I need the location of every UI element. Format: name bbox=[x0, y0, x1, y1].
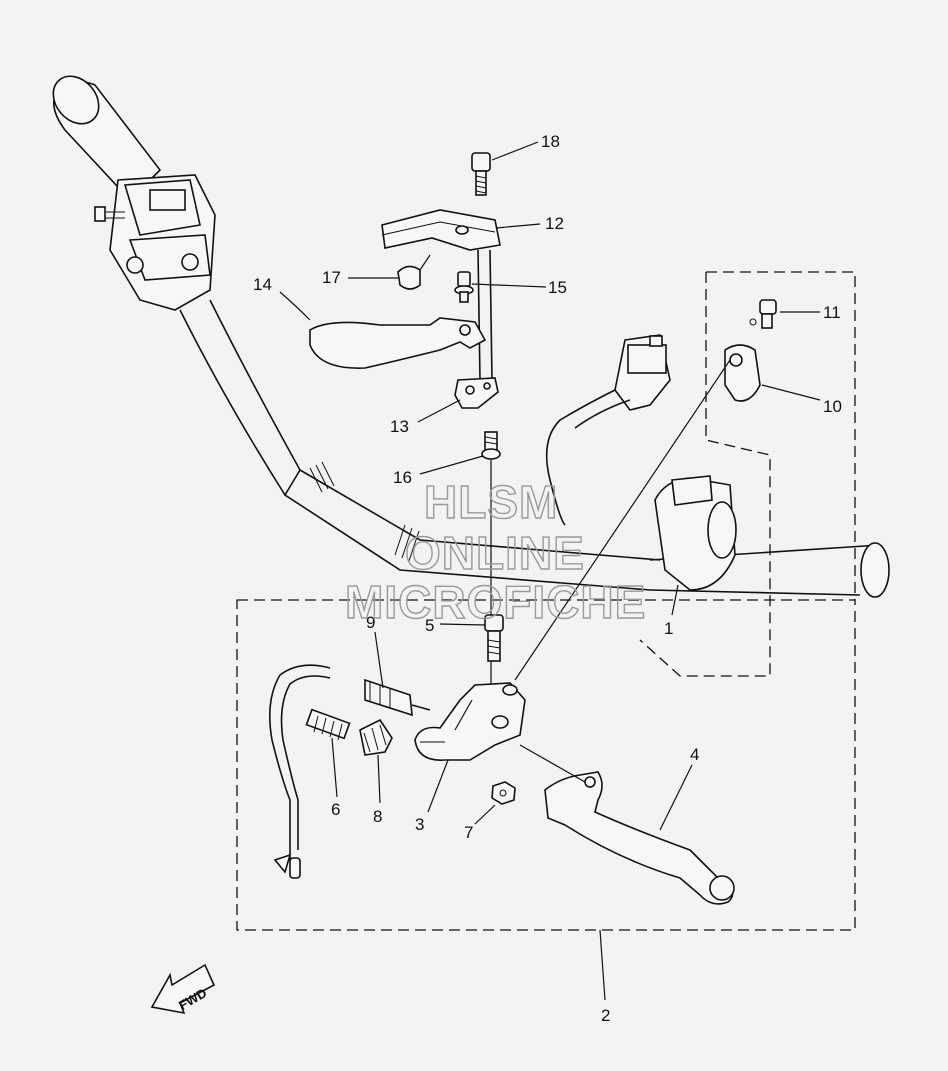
callout-leaders bbox=[279, 141, 821, 1001]
callout-18: 18 bbox=[541, 132, 560, 151]
bolt-5 bbox=[484, 614, 504, 662]
callout-4: 4 bbox=[690, 745, 699, 764]
adjuster-8 bbox=[359, 718, 393, 756]
watermark-line-1: HLSM bbox=[424, 476, 558, 528]
callout-9: 9 bbox=[366, 613, 375, 632]
callout-14: 14 bbox=[253, 275, 272, 294]
fwd-arrow: FWD bbox=[150, 963, 216, 1015]
callout-8: 8 bbox=[373, 807, 382, 826]
center-lines bbox=[454, 359, 731, 783]
screw-6 bbox=[305, 708, 351, 741]
switch-1 bbox=[654, 475, 737, 591]
callout-10: 10 bbox=[823, 397, 842, 416]
callout-2: 2 bbox=[601, 1006, 610, 1025]
callout-13: 13 bbox=[390, 417, 409, 436]
watermark-line-2: ONLINE bbox=[405, 527, 585, 579]
watermark: HLSM ONLINE MICROFICHE bbox=[344, 475, 646, 628]
callout-15: 15 bbox=[548, 278, 567, 297]
watermark-line-3: MICROFICHE bbox=[345, 576, 646, 628]
callout-5: 5 bbox=[425, 616, 434, 635]
clamp-10 bbox=[724, 344, 761, 402]
knob-17 bbox=[397, 254, 431, 290]
callout-16: 16 bbox=[393, 468, 412, 487]
lever-14 bbox=[309, 317, 487, 369]
bracket-12 bbox=[381, 209, 501, 381]
callout-7: 7 bbox=[464, 823, 473, 842]
cable-9 bbox=[268, 664, 431, 879]
callout-3: 3 bbox=[415, 815, 424, 834]
callout-12: 12 bbox=[545, 214, 564, 233]
lever-4 bbox=[544, 771, 735, 905]
callout-1: 1 bbox=[664, 619, 673, 638]
bolt-18 bbox=[471, 152, 491, 196]
screw-16 bbox=[481, 431, 501, 720]
holder-3 bbox=[414, 682, 526, 761]
callout-11: 11 bbox=[823, 303, 841, 322]
screw-11 bbox=[749, 299, 777, 329]
callout-17: 17 bbox=[322, 268, 341, 287]
handlebar bbox=[52, 75, 890, 598]
callout-6: 6 bbox=[331, 800, 340, 819]
connector bbox=[545, 334, 671, 526]
kit-boundaries bbox=[236, 271, 856, 931]
nut-7 bbox=[491, 781, 516, 805]
plate-13 bbox=[454, 377, 499, 409]
master-cylinder bbox=[94, 174, 216, 311]
callout-labels: 18 12 17 15 14 11 10 13 16 9 5 1 4 6 8 3… bbox=[253, 132, 842, 1025]
bolt-15 bbox=[454, 271, 474, 303]
